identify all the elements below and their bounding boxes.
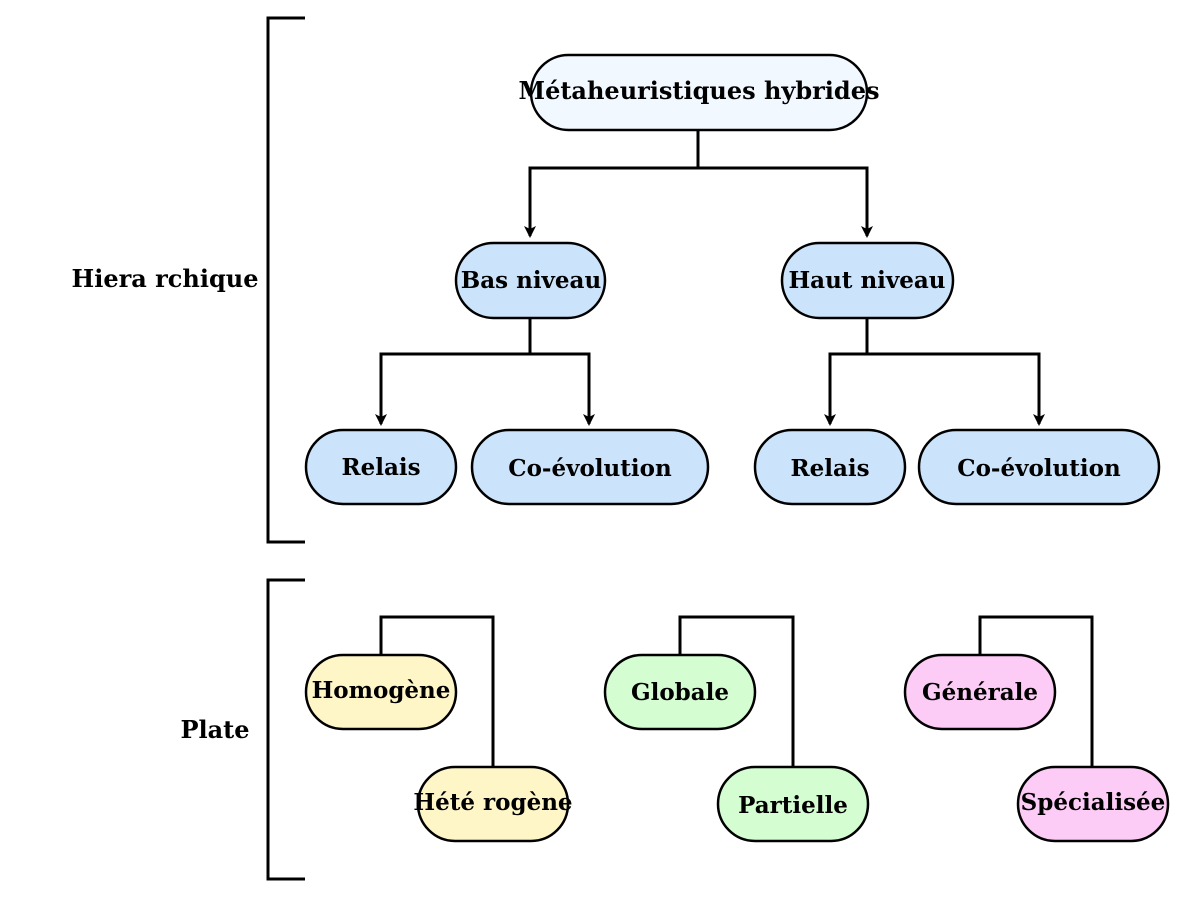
node-specialisee: Spécialisée xyxy=(1016,765,1170,843)
node-globale-shape xyxy=(603,653,757,731)
node-bas-niveau: Bas niveau xyxy=(454,241,607,320)
connector-homogene-heterogene xyxy=(379,615,495,767)
node-haut-relais-shape xyxy=(753,428,907,506)
node-partielle-label: Partielle xyxy=(738,792,848,819)
edge-haut-niveau-to-coevolution xyxy=(867,352,1045,426)
node-haut-relais: Relais xyxy=(753,428,907,506)
node-root-shape xyxy=(529,53,869,132)
edge-haut-niveau-to-relais xyxy=(824,318,869,426)
node-haut-coevolution-shape xyxy=(917,428,1161,506)
node-heterogene: Hété rogène xyxy=(413,765,573,843)
node-generale-shape xyxy=(903,653,1057,731)
edge-root-to-bas-niveau xyxy=(524,130,700,238)
node-haut-niveau: Haut niveau xyxy=(780,241,955,320)
node-bas-coevolution-label: Co-évolution xyxy=(508,455,672,482)
node-haut-coevolution-label: Co-évolution xyxy=(957,455,1121,482)
node-bas-coevolution: Co-évolution xyxy=(470,428,710,506)
node-haut-coevolution: Co-évolution xyxy=(917,428,1161,506)
node-specialisee-shape xyxy=(1016,765,1170,843)
node-bas-coevolution-shape xyxy=(470,428,710,506)
connector-generale-specialisee xyxy=(978,615,1094,767)
node-globale-label: Globale xyxy=(631,679,729,706)
node-bas-relais-shape xyxy=(304,428,458,506)
node-homogene-shape xyxy=(304,653,458,731)
node-bas-relais: Relais xyxy=(304,428,458,506)
node-generale-label: Générale xyxy=(922,679,1038,706)
node-specialisee-label: Spécialisée xyxy=(1021,789,1166,816)
node-haut-relais-label: Relais xyxy=(790,455,869,482)
node-homogene-label: Homogène xyxy=(312,677,451,704)
node-partielle: Partielle xyxy=(716,765,870,843)
node-root-label: Métaheuristiques hybrides xyxy=(519,76,880,105)
edge-root-to-haut-niveau xyxy=(698,166,873,238)
node-homogene: Homogène xyxy=(304,653,458,731)
node-bas-niveau-label: Bas niveau xyxy=(461,267,601,294)
edge-bas-niveau-to-relais xyxy=(375,318,532,426)
node-root: Métaheuristiques hybrides xyxy=(519,53,880,132)
node-generale: Générale xyxy=(903,653,1057,731)
node-haut-niveau-label: Haut niveau xyxy=(788,267,945,294)
node-heterogene-label: Hété rogène xyxy=(413,789,572,816)
plate-bracket xyxy=(266,578,305,881)
edge-bas-niveau-to-coevolution xyxy=(530,352,595,426)
node-heterogene-shape xyxy=(416,765,570,843)
hierarchique-bracket xyxy=(266,16,305,544)
node-partielle-shape xyxy=(716,765,870,843)
section-label-plate: Plate xyxy=(180,715,249,744)
connector-globale-partielle xyxy=(678,615,795,767)
section-label-hierarchique: Hiera rchique xyxy=(72,264,259,293)
node-haut-niveau-shape xyxy=(780,241,955,320)
node-globale: Globale xyxy=(603,653,757,731)
node-bas-relais-label: Relais xyxy=(341,454,420,481)
node-bas-niveau-shape xyxy=(454,241,607,320)
